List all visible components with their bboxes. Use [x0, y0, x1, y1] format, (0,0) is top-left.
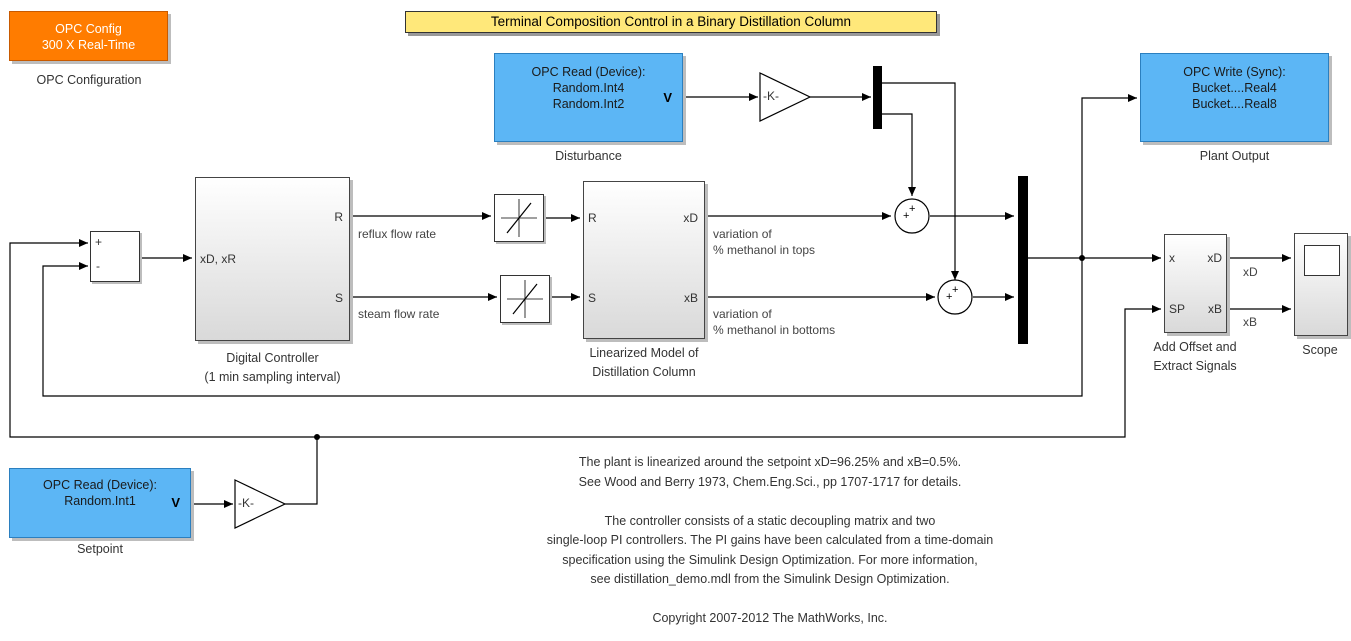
disturbance-opc-read-block[interactable]: OPC Read (Device): Random.Int4 Random.In…	[494, 53, 683, 142]
tops-variation-label: variation of % methanol in tops	[713, 227, 816, 257]
model-caption: Linearized Model of Distillation Column	[589, 346, 699, 379]
scope-caption: Scope	[1302, 343, 1338, 357]
setpoint-caption: Setpoint	[77, 542, 123, 556]
output-port-v: V	[663, 90, 672, 105]
model-input-r: R	[588, 211, 597, 225]
error-sum-block[interactable]: + -	[90, 231, 140, 282]
sum-plus-sign: +	[95, 235, 103, 249]
quantizer-icon	[501, 199, 537, 237]
controller-input-port: xD, xR	[200, 252, 236, 266]
gain-triangle	[759, 72, 812, 122]
opc-config-text: OPC Config 300 X Real-Time	[41, 22, 136, 52]
offset-output-xd: xD	[1207, 251, 1222, 265]
model-input-s: S	[588, 291, 597, 305]
svg-text:+: +	[952, 284, 958, 296]
description-notes: The plant is linearized around the setpo…	[460, 453, 1080, 629]
reflux-flow-label: reflux flow rate	[358, 227, 437, 241]
output-mux[interactable]	[1018, 176, 1028, 344]
gain-label: -K-	[238, 496, 254, 510]
output-port-v: V	[171, 495, 180, 510]
model-output-xd: xD	[683, 211, 698, 225]
model-output-xb: xB	[683, 291, 698, 305]
xd-signal-label: xD	[1243, 265, 1258, 279]
controller-output-r: R	[334, 210, 343, 224]
quantizer-icon	[507, 280, 543, 318]
digital-controller-block[interactable]: xD, xR R S	[195, 177, 350, 341]
linearized-model-block[interactable]: R S xD xB	[583, 181, 705, 339]
scope-screen-icon	[1304, 245, 1340, 276]
svg-text:+: +	[903, 210, 909, 222]
opc-config-caption: OPC Configuration	[36, 73, 142, 87]
disturbance-caption: Disturbance	[555, 149, 622, 163]
controller-output-s: S	[334, 291, 343, 305]
offset-output-xb: xB	[1207, 302, 1222, 316]
junction-dot	[314, 434, 320, 440]
offset-input-x: x	[1169, 251, 1175, 265]
scope-block[interactable]	[1294, 233, 1348, 336]
offset-input-sp: SP	[1169, 302, 1186, 316]
sum-circle	[937, 279, 973, 315]
model-title: Terminal Composition Control in a Binary…	[405, 11, 937, 33]
svg-text:+: +	[909, 203, 915, 215]
offset-caption: Add Offset and Extract Signals	[1153, 340, 1237, 373]
sum-circle	[894, 198, 930, 234]
quantizer-block-r[interactable]	[494, 194, 544, 242]
steam-flow-label: steam flow rate	[358, 307, 440, 321]
junction-dot	[1079, 255, 1085, 261]
copyright-text: Copyright 2007-2012 The MathWorks, Inc.	[652, 611, 888, 625]
plant-output-caption: Plant Output	[1199, 149, 1270, 163]
plant-output-opc-write-block[interactable]: OPC Write (Sync): Bucket....Real4 Bucket…	[1140, 53, 1329, 142]
sum-minus-sign: -	[96, 259, 100, 273]
gain-label: -K-	[763, 89, 779, 103]
disturbance-mux[interactable]	[873, 66, 882, 129]
opc-config-block[interactable]: OPC Config 300 X Real-Time	[9, 11, 168, 61]
gain-triangle	[234, 479, 287, 529]
add-offset-extract-block[interactable]: x SP xD xB	[1164, 234, 1227, 333]
controller-caption: Digital Controller (1 min sampling inter…	[204, 351, 341, 384]
xb-signal-label: xB	[1243, 315, 1258, 329]
quantizer-block-s[interactable]	[500, 275, 550, 323]
bottoms-variation-label: variation of % methanol in bottoms	[713, 307, 836, 337]
setpoint-opc-read-block[interactable]: OPC Read (Device): Random.Int1 V	[9, 468, 191, 538]
svg-text:+: +	[946, 291, 952, 303]
